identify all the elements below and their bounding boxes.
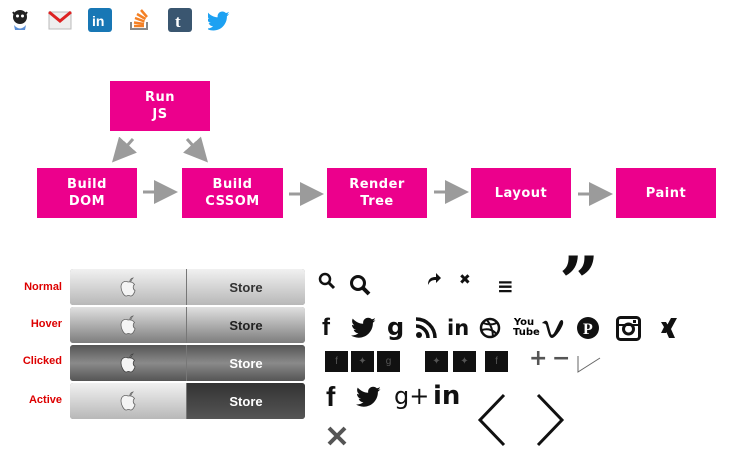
resize-corner-icon[interactable] [576,354,602,374]
youtube-top: You [513,317,535,328]
search-icon[interactable] [349,274,371,296]
plus-icon[interactable]: + [529,346,548,371]
github-icon[interactable] [8,8,32,32]
store-segment[interactable]: Store [187,269,305,305]
linkedin-glyph-icon[interactable]: in [447,316,470,340]
facebook-large-icon[interactable]: f [326,381,336,412]
square-icon-b[interactable]: ✦ [453,351,476,372]
node-render-tree: Render Tree [327,168,427,218]
store-button-clicked[interactable]: Store [70,345,305,381]
youtube-icon[interactable]: You Tube [513,317,540,338]
chevron-left-icon[interactable] [476,393,508,447]
apple-segment[interactable] [70,383,187,419]
pinterest-icon[interactable]: P [576,316,600,340]
youtube-bottom: Tube [513,327,540,338]
store-button-normal[interactable]: Store [70,269,305,305]
node-layout: Layout [471,168,571,218]
square-icon-a[interactable]: ✦ [425,351,448,372]
apple-icon [120,353,136,373]
dribbble-icon[interactable] [479,317,501,339]
node-build-cssom: Build CSSOM [182,168,283,218]
apple-segment[interactable] [70,269,187,305]
node-build-dom: Build DOM [37,168,137,218]
apple-icon [120,315,136,335]
googleplus-icon[interactable]: g+ [394,382,430,410]
square-twitter-icon[interactable]: ✦ [351,351,374,372]
square-google-icon[interactable]: g [377,351,400,372]
close-small-icon[interactable]: ✖ [459,272,471,288]
xing-icon[interactable] [659,316,683,340]
facebook-icon[interactable]: f [322,314,330,341]
state-label-active: Active [28,394,62,406]
linkedin-large-icon[interactable]: in [433,381,461,411]
square-facebook-icon-2[interactable]: f [485,351,508,372]
twitter-bird-icon[interactable] [347,316,377,340]
svg-text:P: P [583,321,593,338]
arrow-runjs-to-dom [111,136,137,163]
gmail-icon[interactable] [48,8,72,32]
twitter-large-icon[interactable] [354,385,382,409]
svg-text:in: in [92,13,104,29]
tumblr-icon[interactable]: t [168,8,192,32]
twitter-icon[interactable] [206,8,232,32]
arrow-runjs-to-cssom [183,136,209,163]
stackoverflow-icon[interactable] [128,8,152,32]
svg-text:t: t [175,12,181,31]
state-label-normal: Normal [24,281,62,293]
google-icon[interactable]: g [387,313,405,341]
apple-icon [120,277,136,297]
chevron-right-icon[interactable] [534,393,566,447]
state-label-hover: Hover [30,318,62,330]
apple-segment[interactable] [70,345,187,381]
flow-arrows [111,136,613,206]
rss-icon[interactable] [415,317,437,339]
quote-icon: ” [559,241,600,324]
node-paint: Paint [616,168,716,218]
minus-icon[interactable]: − [552,346,571,371]
node-run-js: Run JS [110,81,210,131]
menu-icon[interactable]: ≡ [497,274,514,298]
store-button-active[interactable]: Store [70,383,305,419]
linkedin-icon[interactable]: in [88,8,112,32]
search-small-icon[interactable] [318,272,336,290]
store-segment[interactable]: Store [187,345,305,381]
share-icon[interactable] [426,272,442,286]
close-large-icon[interactable] [326,425,348,447]
apple-icon [120,391,136,411]
instagram-icon[interactable] [616,316,641,341]
vimeo-icon[interactable] [541,317,565,339]
store-button-hover[interactable]: Store [70,307,305,343]
state-label-clicked: Clicked [22,355,62,367]
store-segment[interactable]: Store [187,383,305,419]
store-segment[interactable]: Store [187,307,305,343]
apple-segment[interactable] [70,307,187,343]
square-facebook-icon[interactable]: f [325,351,348,372]
